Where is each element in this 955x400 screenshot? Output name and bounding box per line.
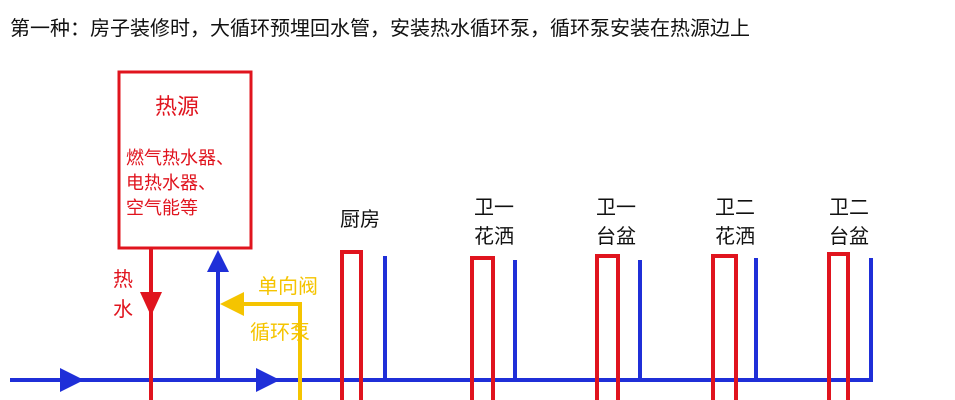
fixture-loop-bath1-basin [595,254,642,400]
pump-pipe [232,302,302,400]
flow-arrow-left [60,368,84,392]
fixture-loop-kitchen [340,250,387,400]
hot-water-label-1: 热 [113,267,133,291]
check-valve-arrow [220,292,244,316]
fixture-label-bath2-basin-2: 台盆 [829,224,869,248]
fixture-label-bath1-shower-2: 花洒 [474,224,514,248]
heat-source-line-1: 燃气热水器、 [126,148,234,169]
check-valve-label: 单向阀 [258,274,318,298]
fixture-label-bath1-basin-2: 台盆 [596,224,636,248]
fixture-loop-bath2-shower [711,254,758,400]
flow-arrow-mid [256,368,280,392]
fixture-loop-bath1-shower [470,256,517,400]
fixture-label-bath2-basin-1: 卫二 [829,195,869,219]
page-title: 第一种：房子装修时，大循环预埋回水管，安装热水循环泵，循环泵安装在热源边上 [10,16,750,40]
fixture-label-bath2-shower-2: 花洒 [715,224,755,248]
heat-source-line-3: 空气能等 [126,198,198,219]
heat-source-line-2: 电热水器、 [126,173,216,194]
return-up-arrow [207,250,229,272]
fixture-loop-bath2-basin [827,252,873,400]
heat-source-title: 热源 [155,95,200,120]
fixture-label-bath1-basin-1: 卫一 [596,195,636,219]
hot-water-arrow [140,292,162,316]
fixture-label-bath2-shower-1: 卫二 [715,195,755,219]
pump-label: 循环泵 [250,320,310,344]
hot-water-label-2: 水 [113,297,133,321]
heat-source-box [117,70,253,250]
fixture-label-bath1-shower-1: 卫一 [474,195,514,219]
fixture-label-kitchen: 厨房 [340,207,380,231]
